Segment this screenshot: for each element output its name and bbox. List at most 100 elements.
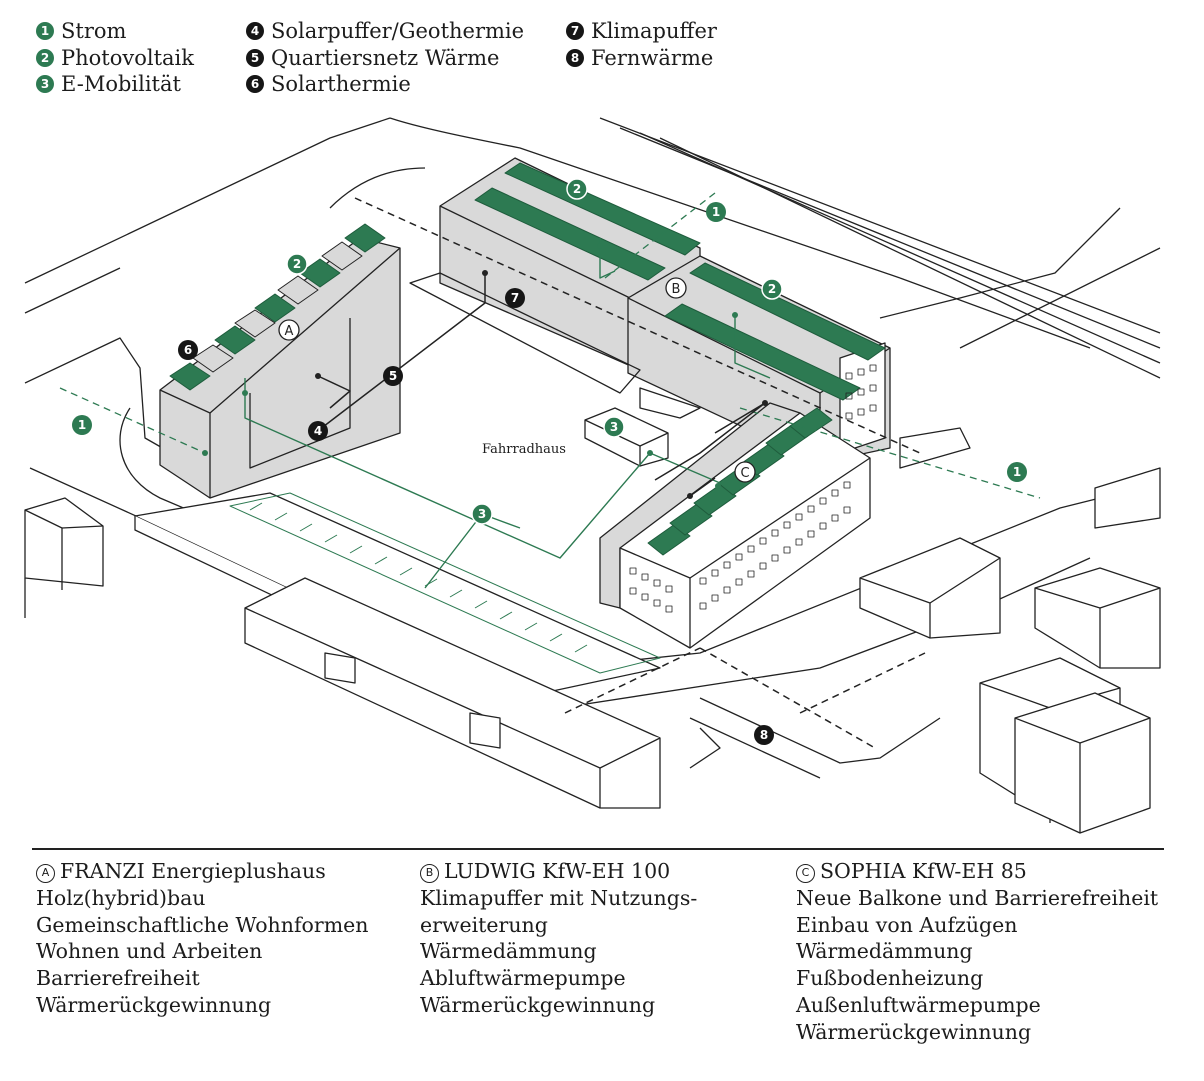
- marker-8-icon: 8: [566, 48, 584, 67]
- parking-spaces: [229, 492, 661, 674]
- bike-house: [584, 407, 669, 467]
- legend-item-photovoltaik: 2 Photovoltaik: [36, 45, 194, 72]
- marker-6-icon: 6: [246, 75, 264, 94]
- building-title: LUDWIG KfW-EH 100: [444, 859, 671, 883]
- building-marker-b: B: [665, 277, 687, 299]
- divider-line: [32, 848, 1164, 850]
- legend-item-strom: 1 Strom: [36, 18, 194, 45]
- feature-line: Gemeinschaftliche Wohnformen: [36, 912, 369, 937]
- marker-3-parking: 3: [471, 503, 493, 525]
- power-line: [59, 192, 1041, 499]
- letter-c-icon: C: [796, 863, 815, 883]
- marker-number: 8: [760, 728, 768, 742]
- bike-house-label: Fahrradhaus: [482, 442, 566, 457]
- marker-number: 3: [610, 420, 618, 434]
- marker-number: 1: [712, 205, 720, 219]
- legend-label: Photovoltaik: [61, 45, 195, 70]
- legend-label: Quartiersnetz Wärme: [271, 45, 500, 70]
- marker-number: 2: [768, 282, 776, 296]
- letter-b-icon: B: [420, 863, 439, 883]
- feature-line: Holz(hybrid)bau: [36, 885, 206, 910]
- marker-number: 3: [478, 507, 486, 521]
- legend-label: Solarpuffer/Geothermie: [271, 19, 525, 43]
- marker-number: 5: [389, 369, 397, 383]
- marker-2-icon: 2: [36, 48, 54, 67]
- marker-4: 4: [308, 421, 328, 441]
- marker-7: 7: [505, 288, 525, 308]
- marker-2-building-b-north: 2: [566, 178, 588, 200]
- feature-line: Neue Balkone und Barrierefreiheit: [796, 885, 1159, 910]
- marker-2-building-b-east: 2: [761, 278, 783, 300]
- legend-item-quartiersnetz: 5 Quartiersnetz Wärme: [246, 45, 524, 72]
- letter-a-icon: A: [36, 863, 55, 883]
- feature-line: erweiterung: [420, 912, 548, 937]
- building-letter: B: [672, 282, 681, 297]
- building-marker-c: C: [734, 461, 756, 483]
- legend-column-1: 1 Strom 2 Photovoltaik 3 E-Mobilität: [36, 18, 194, 98]
- context-houses-left: [24, 497, 104, 618]
- marker-6: 6: [178, 340, 198, 360]
- feature-line: Fußbodenheizung: [796, 966, 984, 991]
- pv-panels: [169, 162, 886, 556]
- legend-label: E-Mobilität: [61, 72, 181, 96]
- legend-label: Fernwärme: [591, 45, 714, 70]
- marker-1-west: 1: [72, 415, 92, 435]
- site-plan-diagram: Fahrradhaus: [24, 117, 1161, 834]
- feature-line: Abluftwärmepumpe: [420, 966, 626, 991]
- feature-line: Außenluftwärmepumpe: [796, 992, 1041, 1017]
- feature-line: Wärmerückgewinnung: [36, 992, 272, 1017]
- marker-3-bike-house: 3: [603, 416, 625, 438]
- feature-line: Wohnen und Arbeiten: [36, 939, 263, 964]
- legend-label: Solarthermie: [271, 72, 411, 96]
- legend-item-solarthermie: 6 Solarthermie: [246, 71, 524, 98]
- building-title: SOPHIA KfW-EH 85: [820, 859, 1027, 883]
- building-title: FRANZI Energieplushaus: [60, 859, 326, 883]
- connection-dots: [202, 243, 768, 499]
- district-heating-line: [354, 197, 926, 749]
- feature-line: Klimapuffer mit Nutzungs-: [420, 885, 698, 910]
- marker-2-building-a: 2: [286, 253, 308, 275]
- legend-label: Klimapuffer: [591, 19, 717, 43]
- marker-number: 4: [314, 424, 322, 438]
- marker-1-east: 1: [1007, 462, 1027, 482]
- feature-line: Wärmerückgewinnung: [796, 1019, 1032, 1044]
- marker-number: 6: [184, 343, 192, 357]
- legend-column-3: 7 Klimapuffer 8 Fernwärme: [566, 18, 717, 71]
- marker-3-icon: 3: [36, 75, 54, 94]
- context-long-building: [134, 492, 661, 809]
- building-letter: A: [285, 324, 294, 339]
- marker-5-icon: 5: [246, 48, 264, 67]
- feature-line: Wärmedämmung: [796, 939, 973, 964]
- marker-5: 5: [383, 366, 403, 386]
- marker-1-north: 1: [706, 202, 726, 222]
- legend-item-fernwaerme: 8 Fernwärme: [566, 45, 717, 72]
- legend-label: Strom: [61, 19, 127, 43]
- marker-8: 8: [754, 725, 774, 745]
- building-marker-a: A: [278, 319, 300, 341]
- marker-number: 1: [78, 418, 86, 432]
- marker-7-icon: 7: [566, 22, 584, 41]
- context-buildings-right: [859, 467, 1161, 834]
- marker-number: 7: [511, 291, 519, 305]
- feature-line: Einbau von Aufzügen: [796, 912, 1018, 937]
- marker-number: 2: [573, 182, 581, 196]
- solarthermie-panels: [192, 241, 363, 373]
- marker-1-icon: 1: [36, 22, 54, 41]
- feature-line: Wärmedämmung: [420, 939, 597, 964]
- marker-4-icon: 4: [246, 22, 264, 41]
- building-a-franzi: [159, 237, 401, 499]
- legend-item-solarpuffer: 4 Solarpuffer/Geothermie: [246, 18, 524, 45]
- marker-number: 1: [1013, 465, 1021, 479]
- legend-item-e-mobilitaet: 3 E-Mobilität: [36, 71, 194, 98]
- heat-network-lines: [314, 273, 766, 497]
- building-letter: C: [740, 466, 749, 481]
- feature-line: Wärmerückgewinnung: [420, 992, 656, 1017]
- marker-number: 2: [293, 257, 301, 271]
- windows: [629, 364, 877, 613]
